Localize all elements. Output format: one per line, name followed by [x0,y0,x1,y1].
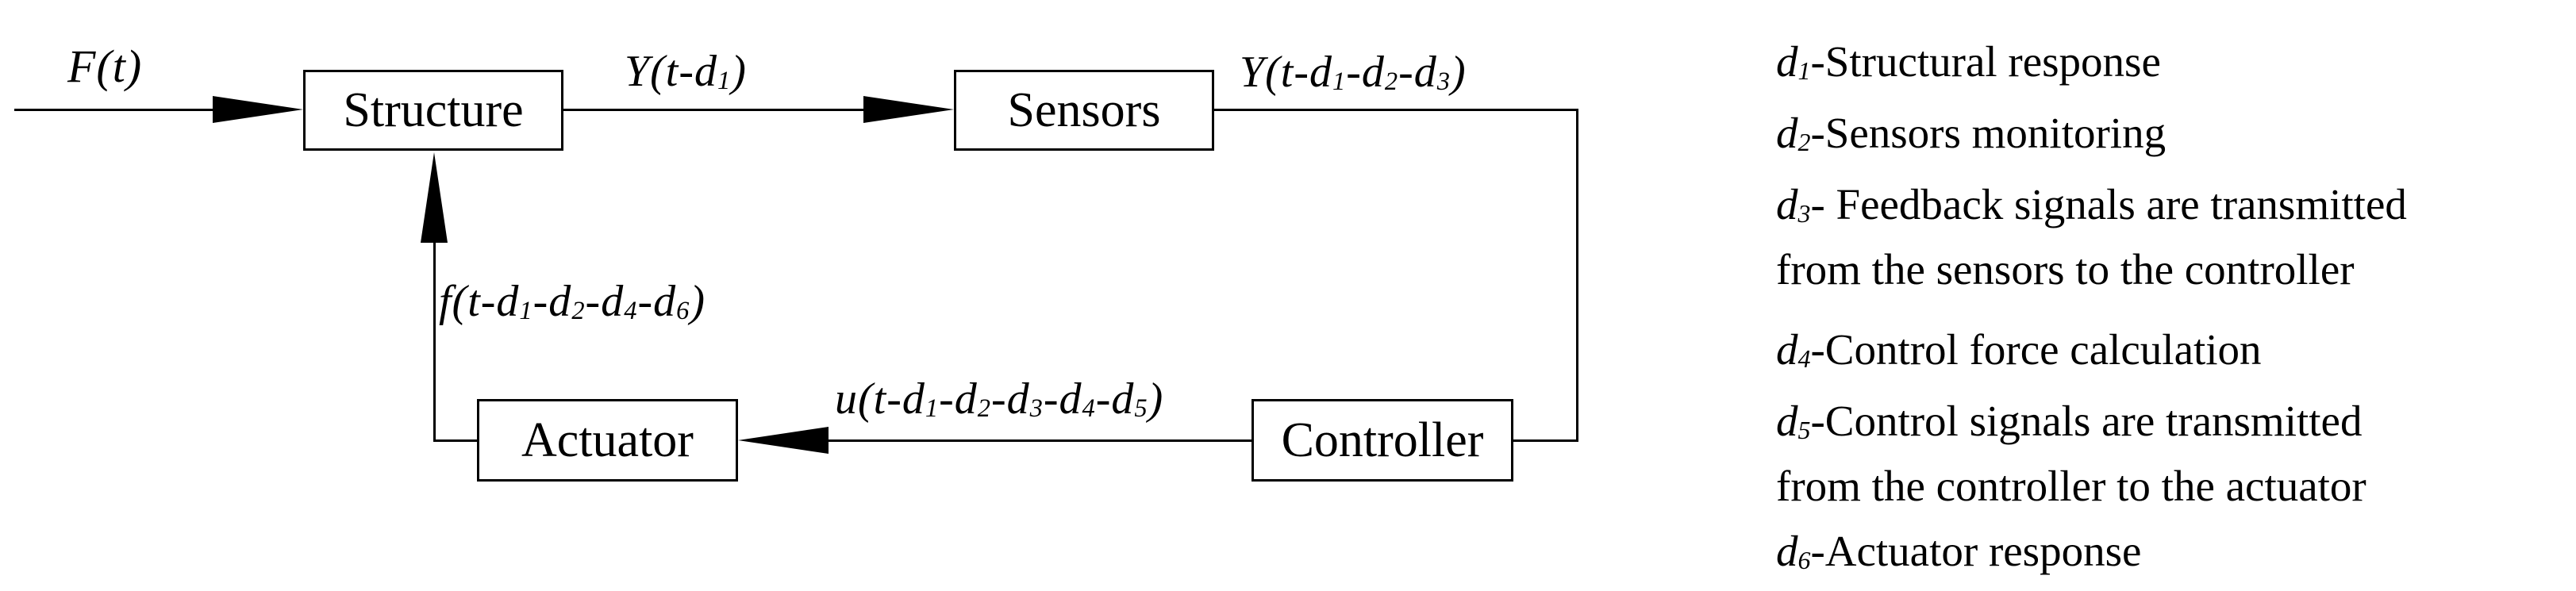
connector-into-controller [1513,439,1578,442]
connector-input-line [14,109,213,111]
legend-line-d4: d4-Control force calculation [1776,325,2262,374]
connector-structure-to-sensors [563,109,863,111]
controller-box: Controller [1251,399,1513,482]
arrowhead-up-into-structure-icon [421,152,448,243]
signal-label-input-force: F(t) [67,40,143,92]
arrowhead-into-structure-icon [213,96,303,123]
legend-line-d6: d6-Actuator response [1776,527,2142,575]
connector-controller-to-actuator [829,439,1251,442]
connector-feedback-drop [1576,109,1578,442]
connector-sensors-output [1214,109,1578,111]
arrowhead-into-actuator-icon [738,427,829,454]
legend-line-d2: d2-Sensors monitoring [1776,109,2167,157]
arrowhead-into-sensors-icon [863,96,954,123]
signal-label-control-signal: u(t-d1-d2-d3-d4-d5) [835,374,1164,424]
legend-line-d5-wrap: from the controller to the actuator [1776,462,2366,510]
legend-line-d3-wrap: from the sensors to the controller [1776,245,2355,294]
connector-actuator-output [433,439,479,442]
legend-line-d5: d5-Control signals are transmitted [1776,397,2363,445]
legend-line-d3: d3- Feedback signals are transmitted [1776,180,2407,228]
actuator-box: Actuator [477,399,738,482]
signal-label-structure-output: Y(t-d1) [625,47,747,96]
legend-line-d1: d1-Structural response [1776,37,2161,86]
connector-feedback-riser [433,243,436,442]
signal-label-sensors-output: Y(t-d1-d2-d3) [1240,48,1467,97]
sensors-box: Sensors [954,70,1214,151]
structure-box: Structure [303,70,563,151]
signal-label-control-force: f(t-d1-d2-d4-d6) [439,277,706,326]
